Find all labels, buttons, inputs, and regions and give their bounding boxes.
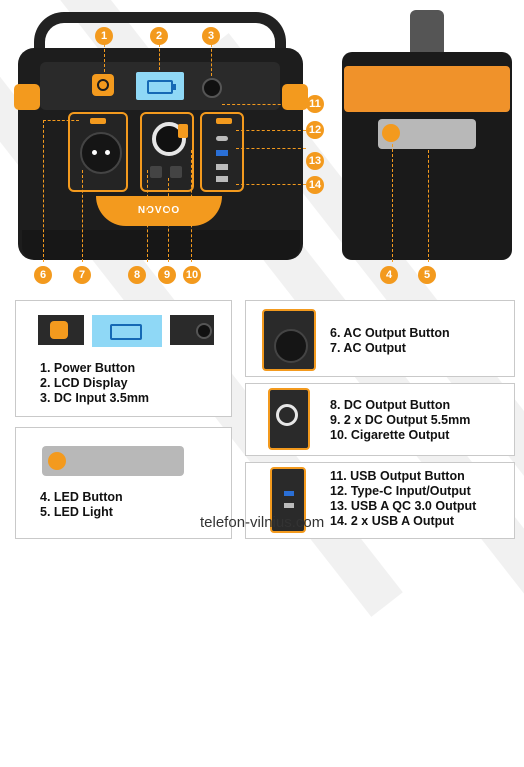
ac-socket: [80, 132, 122, 174]
callout-9: 9: [158, 266, 176, 284]
callout-14: 14: [306, 176, 324, 194]
power-icon: [97, 79, 109, 91]
socket-pin: [92, 150, 97, 155]
side-handle: [410, 10, 444, 54]
legend-item: 1. Power Button: [40, 361, 136, 375]
dc-port: [170, 166, 182, 178]
legend-box-led: 4. LED Button 5. LED Light: [15, 427, 232, 539]
legend-box-dc: 8. DC Output Button 9. 2 x DC Output 5.5…: [245, 383, 515, 456]
legend-item: 8. DC Output Button: [330, 398, 451, 412]
legend-box-top-controls: 1. Power Button 2. LCD Display 3. DC Inp…: [15, 300, 232, 417]
type-c-port: [216, 136, 228, 141]
device-base: [22, 230, 300, 260]
socket-pin: [105, 150, 110, 155]
usb-output-panel: [200, 112, 244, 192]
ac-output-panel: [68, 112, 128, 192]
thumb-power: [38, 315, 84, 345]
cigarette-output: [276, 404, 298, 426]
legend-item: 13. USB A QC 3.0 Output: [330, 499, 477, 513]
dc-input-port: [196, 323, 212, 339]
thumb-led-bar: [42, 446, 184, 476]
callout-3: 3: [202, 27, 220, 45]
usb-a-port: [216, 176, 228, 182]
legend-list-usb: 11. USB Output Button 12. Type-C Input/O…: [330, 469, 476, 529]
usb-output-button[interactable]: [216, 118, 232, 124]
callout-10: 10: [183, 266, 201, 284]
callout-1: 1: [95, 27, 113, 45]
dc-output-button[interactable]: [178, 124, 188, 138]
thumb-dc: [268, 388, 310, 450]
legend-item: 4. LED Button: [40, 490, 123, 504]
dc-output-panel: [140, 112, 194, 192]
legend-list-led: 4. LED Button 5. LED Light: [40, 490, 123, 520]
legend-item: 2. LCD Display: [40, 376, 128, 390]
thumb-usb: [270, 467, 306, 533]
callout-6: 6: [34, 266, 52, 284]
led-button: [48, 452, 66, 470]
callout-2: 2: [150, 27, 168, 45]
callout-7: 7: [73, 266, 91, 284]
usb-a-port: [216, 164, 228, 170]
callout-5: 5: [418, 266, 436, 284]
legend-item: 7. AC Output: [330, 341, 406, 355]
legend-item: 14. 2 x USB A Output: [330, 514, 455, 528]
side-vent-panel: [344, 66, 510, 112]
power-icon: [50, 321, 68, 339]
callout-13: 13: [306, 152, 324, 170]
legend-item: 12. Type-C Input/Output: [330, 484, 471, 498]
legend-list-top: 1. Power Button 2. LCD Display 3. DC Inp…: [40, 361, 149, 406]
legend-item: 5. LED Light: [40, 505, 113, 519]
left-accent: [14, 84, 40, 110]
led-button[interactable]: [382, 124, 400, 142]
callout-12: 12: [306, 121, 324, 139]
thumb-dc-input: [170, 315, 214, 345]
legend-box-usb: 11. USB Output Button 12. Type-C Input/O…: [245, 462, 515, 539]
carry-handle: [34, 12, 286, 58]
callout-11: 11: [306, 95, 324, 113]
legend-list-dc: 8. DC Output Button 9. 2 x DC Output 5.5…: [330, 398, 470, 443]
watermark-text: telefon-vilnius.com: [200, 514, 325, 531]
battery-icon: [110, 324, 142, 340]
ac-socket: [274, 329, 308, 363]
callout-8: 8: [128, 266, 146, 284]
right-accent: [282, 84, 308, 110]
legend-list-ac: 6. AC Output Button 7. AC Output: [330, 326, 450, 356]
usb-qc-port: [284, 491, 294, 496]
usb-a-port: [284, 503, 294, 508]
legend-item: 10. Cigarette Output: [330, 428, 450, 442]
ac-output-button[interactable]: [90, 118, 106, 124]
legend-item: 11. USB Output Button: [330, 469, 465, 483]
legend-item: 6. AC Output Button: [330, 326, 450, 340]
legend-item: 9. 2 x DC Output 5.5mm: [330, 413, 471, 427]
thumb-lcd: [92, 315, 162, 347]
dc-port: [150, 166, 162, 178]
thumb-ac: [262, 309, 316, 371]
dc-input-port: [202, 78, 222, 98]
legend-item: 3. DC Input 3.5mm: [40, 391, 150, 405]
usb-qc-port: [216, 150, 228, 156]
battery-icon: [147, 80, 173, 94]
brand-plate: NOVOO: [96, 196, 222, 226]
legend-box-ac: 6. AC Output Button 7. AC Output: [245, 300, 515, 377]
battery-tip: [173, 84, 176, 90]
callout-4: 4: [380, 266, 398, 284]
lcd-display: [136, 72, 184, 100]
power-button[interactable]: [92, 74, 114, 96]
